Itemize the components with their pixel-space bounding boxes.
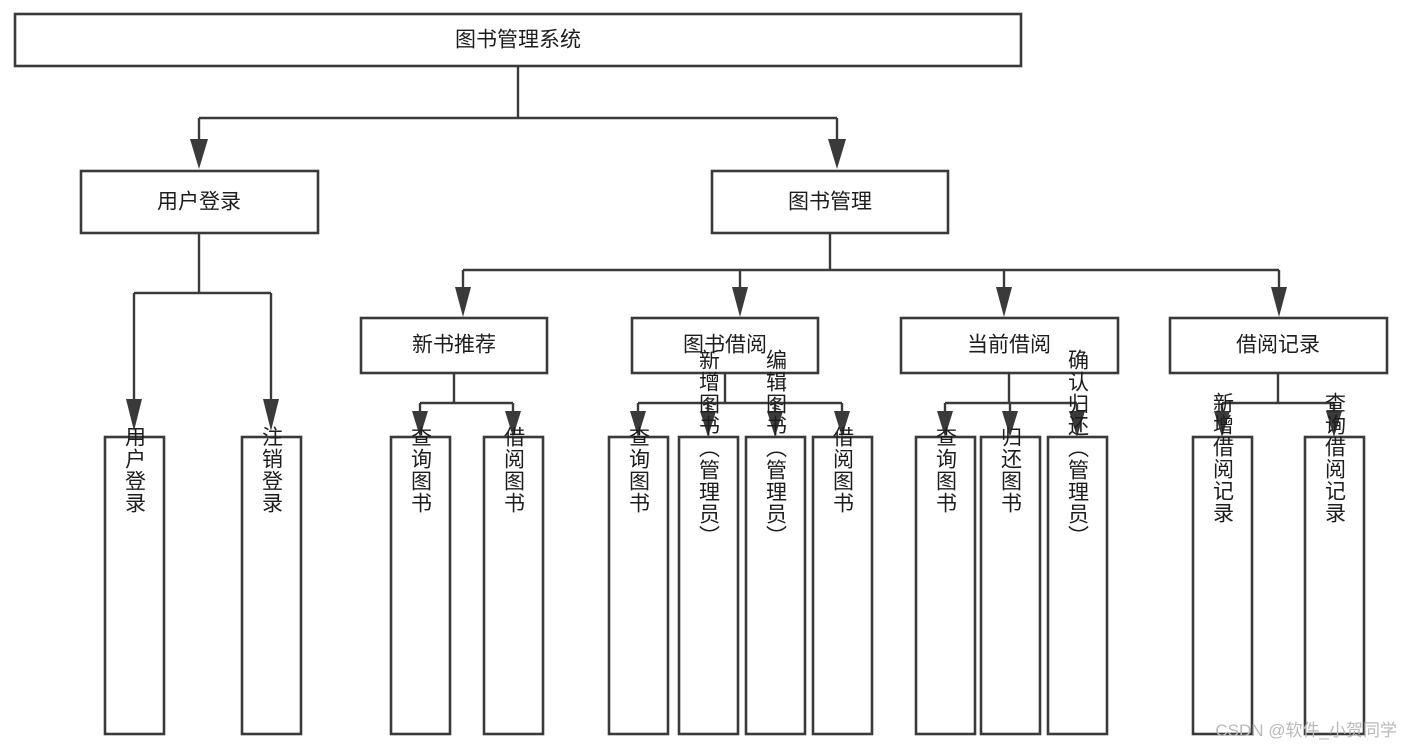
node-leaf-add-record[interactable]: 新增借阅记录 bbox=[1191, 392, 1254, 736]
node-borrow-record-label: 借阅记录 bbox=[1236, 334, 1320, 357]
connector-userlogin-to-leaves bbox=[126, 233, 279, 431]
node-leaf-query-book-2[interactable]: 查询图书 bbox=[607, 426, 670, 736]
node-leaf-edit-book[interactable]: 编辑图书（管理员） bbox=[744, 349, 807, 736]
node-leaf-logout-box[interactable] bbox=[240, 435, 303, 736]
arrowhead-icon bbox=[263, 399, 279, 431]
node-leaf-add-book[interactable]: 新增图书（管理员） bbox=[677, 349, 740, 736]
node-new-book-rec[interactable]: 新书推荐 bbox=[359, 316, 549, 375]
arrowhead-icon bbox=[996, 287, 1012, 317]
node-user-login-label: 用户登录 bbox=[157, 191, 241, 214]
arrowhead-icon bbox=[630, 411, 646, 437]
arrowhead-icon bbox=[1326, 411, 1342, 437]
node-leaf-query-record[interactable]: 查询借阅记录 bbox=[1303, 392, 1366, 736]
node-leaf-query-book-1[interactable]: 查询图书 bbox=[389, 426, 452, 736]
node-leaf-borrow-book-2-label: 借阅图书 bbox=[831, 426, 855, 514]
node-book-borrow[interactable]: 图书借阅 bbox=[630, 316, 820, 375]
node-leaf-query-book-3-label: 查询图书 bbox=[934, 426, 958, 514]
arrowhead-icon bbox=[700, 411, 716, 437]
node-leaf-add-record-box[interactable] bbox=[1191, 435, 1254, 736]
node-leaf-logout[interactable]: 注销登录 bbox=[240, 426, 303, 736]
arrowhead-icon bbox=[1271, 287, 1287, 317]
arrowhead-icon bbox=[1214, 411, 1230, 437]
node-leaf-query-book-1-label: 查询图书 bbox=[409, 426, 433, 514]
node-new-book-rec-label: 新书推荐 bbox=[412, 334, 496, 357]
node-leaf-edit-book-box[interactable] bbox=[744, 435, 807, 736]
node-new-book-rec-box[interactable] bbox=[359, 316, 549, 375]
node-leaf-user-login-label: 用户登录 bbox=[123, 426, 147, 514]
csdn-watermark: CSDN @软件_小贺同学 bbox=[1215, 721, 1397, 740]
node-root-box[interactable] bbox=[13, 12, 1023, 68]
arrowhead-icon bbox=[1002, 411, 1018, 437]
node-leaf-query-book-2-label: 查询图书 bbox=[627, 426, 651, 514]
node-leaf-add-book-label: 新增图书（管理员） bbox=[697, 349, 721, 547]
connector-borrowrecord-to-leaves bbox=[1214, 374, 1342, 437]
node-current-borrow-label: 当前借阅 bbox=[967, 334, 1051, 357]
connector-root-to-level2 bbox=[190, 67, 846, 169]
node-leaf-query-record-label: 查询借阅记录 bbox=[1323, 392, 1347, 524]
node-leaf-add-book-box[interactable] bbox=[677, 435, 740, 736]
node-user-login[interactable]: 用户登录 bbox=[79, 169, 320, 235]
node-leaf-logout-label: 注销登录 bbox=[260, 426, 284, 514]
arrowhead-icon bbox=[505, 411, 521, 437]
node-book-manage-label: 图书管理 bbox=[788, 191, 872, 214]
node-leaf-return-book-label: 归还图书 bbox=[999, 426, 1023, 514]
arrowhead-icon bbox=[732, 287, 748, 317]
arrowhead-icon bbox=[834, 411, 850, 437]
node-leaf-borrow-book-2-box[interactable] bbox=[811, 435, 874, 736]
node-leaf-borrow-book-1[interactable]: 借阅图书 bbox=[482, 426, 545, 736]
node-leaf-query-book-2-box[interactable] bbox=[607, 435, 670, 736]
node-book-manage[interactable]: 图书管理 bbox=[710, 169, 950, 235]
node-leaf-confirm-return-box[interactable] bbox=[1046, 435, 1109, 736]
arrowhead-icon bbox=[767, 411, 783, 437]
node-user-login-box[interactable] bbox=[79, 169, 320, 235]
arrowhead-icon bbox=[828, 139, 846, 169]
node-book-manage-box[interactable] bbox=[710, 169, 950, 235]
node-root-label: 图书管理系统 bbox=[455, 29, 581, 52]
arrowhead-icon bbox=[1069, 411, 1085, 437]
node-leaf-user-login-box[interactable] bbox=[103, 435, 166, 736]
node-leaf-add-record-label: 新增借阅记录 bbox=[1211, 392, 1235, 524]
node-leaf-return-book[interactable]: 归还图书 bbox=[979, 426, 1042, 736]
node-leaf-borrow-book-1-label: 借阅图书 bbox=[502, 426, 526, 514]
node-leaf-user-login[interactable]: 用户登录 bbox=[103, 426, 166, 736]
node-book-borrow-label: 图书借阅 bbox=[683, 334, 767, 357]
node-leaf-query-record-box[interactable] bbox=[1303, 435, 1366, 736]
node-leaf-edit-book-label: 编辑图书（管理员） bbox=[764, 349, 788, 547]
node-borrow-record-box[interactable] bbox=[1168, 316, 1389, 375]
arrowhead-icon bbox=[937, 411, 953, 437]
node-leaf-confirm-return-label: 确认归还（管理员） bbox=[1066, 349, 1090, 547]
node-book-borrow-box[interactable] bbox=[630, 316, 820, 375]
node-borrow-record[interactable]: 借阅记录 bbox=[1168, 316, 1389, 375]
arrowhead-icon bbox=[455, 287, 471, 317]
node-root[interactable]: 图书管理系统 bbox=[13, 12, 1023, 68]
arrowhead-icon bbox=[412, 411, 428, 437]
node-current-borrow[interactable]: 当前借阅 bbox=[899, 316, 1120, 375]
node-leaf-borrow-book-1-box[interactable] bbox=[482, 435, 545, 736]
connector-bookmanage-to-level3 bbox=[455, 233, 1287, 317]
connector-currentborrow-to-leaves bbox=[937, 374, 1085, 437]
node-current-borrow-box[interactable] bbox=[899, 316, 1120, 375]
node-leaf-confirm-return[interactable]: 确认归还（管理员） bbox=[1046, 349, 1109, 736]
node-leaf-query-book-1-box[interactable] bbox=[389, 435, 452, 736]
connector-newbook-to-leaves bbox=[412, 374, 521, 437]
connector-bookborrow-to-leaves bbox=[630, 374, 850, 437]
node-leaf-query-book-3-box[interactable] bbox=[914, 435, 977, 736]
arrowhead-icon bbox=[126, 399, 142, 431]
arrowhead-icon bbox=[190, 139, 208, 169]
node-leaf-return-book-box[interactable] bbox=[979, 435, 1042, 736]
node-leaf-query-book-3[interactable]: 查询图书 bbox=[914, 426, 977, 736]
node-leaf-borrow-book-2[interactable]: 借阅图书 bbox=[811, 426, 874, 736]
